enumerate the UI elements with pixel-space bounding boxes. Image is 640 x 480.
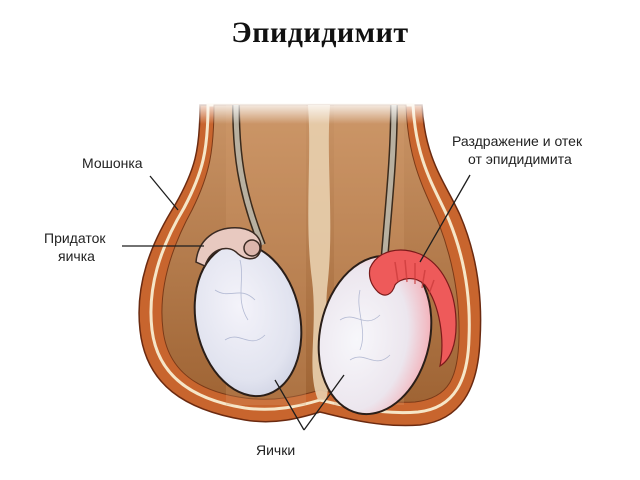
label-testicles: Яички xyxy=(256,442,296,458)
label-inflammation-line1: Раздражение и отек xyxy=(452,133,583,149)
leader-lines xyxy=(122,174,471,431)
label-epididymis-line1: Придаток xyxy=(44,230,106,246)
leader-testis-right xyxy=(303,374,345,431)
page-title: Эпидидимит xyxy=(231,16,409,49)
leader-scrotum xyxy=(149,175,179,211)
leader-testis-left xyxy=(274,379,305,431)
label-inflammation-line2: от эпидидимита xyxy=(468,151,572,167)
label-epididymis-line2: яичка xyxy=(58,248,95,264)
leader-inflammation xyxy=(419,174,471,263)
left-epididymis xyxy=(195,227,262,268)
right-epididymis-inflamed xyxy=(368,249,457,368)
label-scrotum: Мошонка xyxy=(82,155,143,171)
